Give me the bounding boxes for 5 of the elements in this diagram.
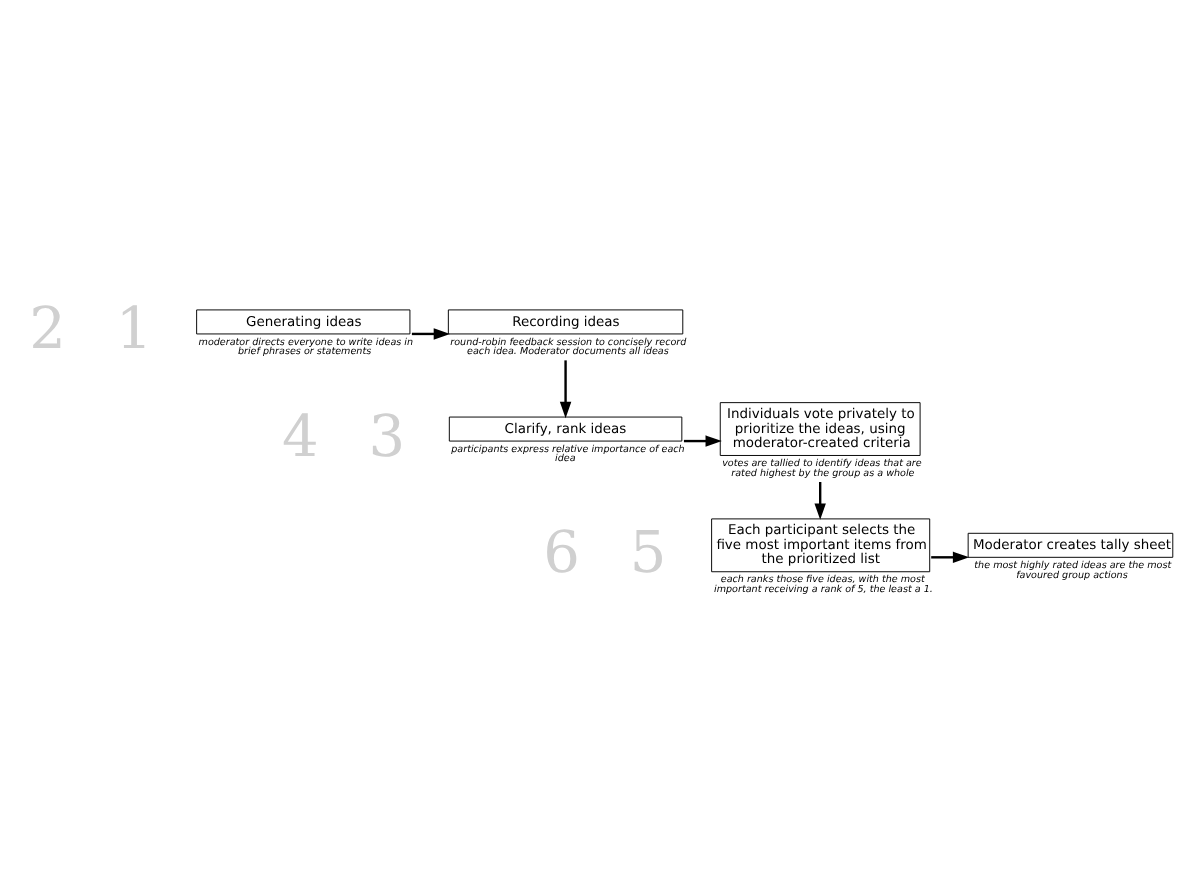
arrow: [814, 482, 826, 520]
arrow: [931, 551, 970, 564]
arrow: [559, 360, 572, 419]
arrow: [683, 435, 722, 447]
arrow: [411, 328, 451, 340]
